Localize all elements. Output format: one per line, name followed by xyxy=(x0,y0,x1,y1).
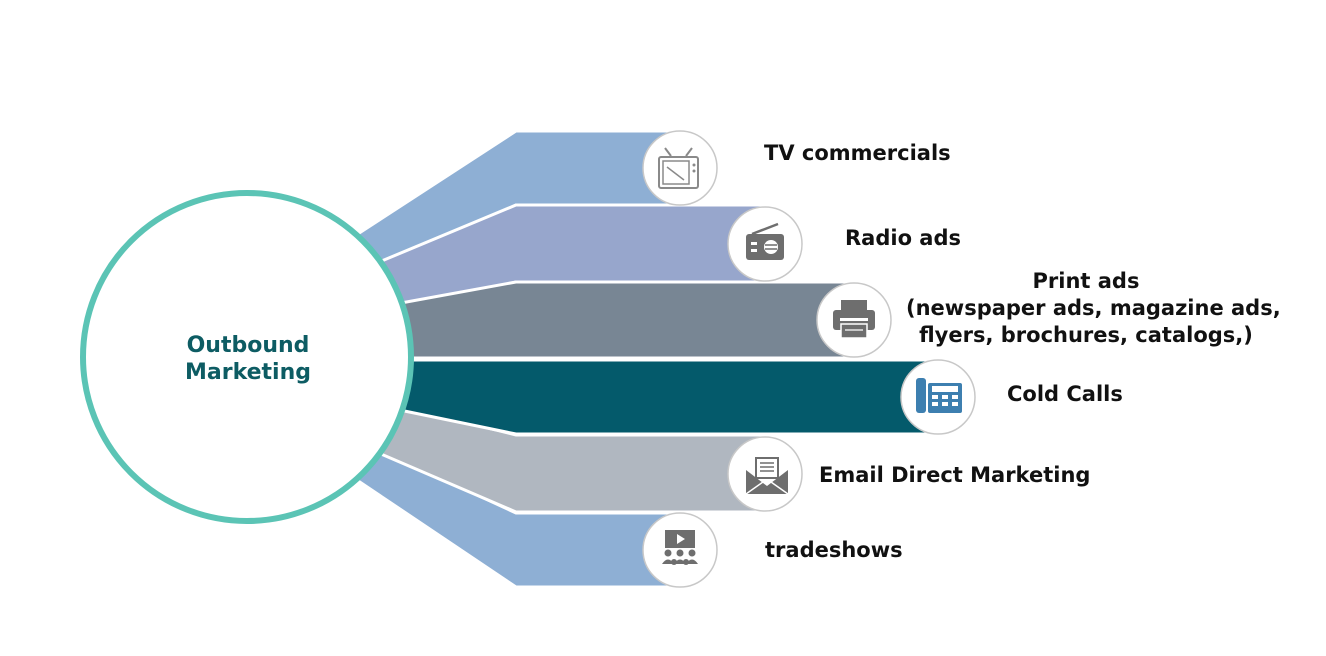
label-print-ads-line-1: Print ads xyxy=(1032,269,1140,293)
phone-icon xyxy=(900,359,976,435)
label-print-ads: Print ads (newspaper ads, magazine ads, … xyxy=(906,268,1281,349)
label-cold-calls: Cold Calls xyxy=(1007,382,1123,406)
hub-circle xyxy=(80,190,414,524)
tv-icon xyxy=(642,130,718,206)
radio-icon xyxy=(727,206,803,282)
band-cold-calls xyxy=(388,358,940,436)
label-print-ads-line-2: (newspaper ads, magazine ads, xyxy=(906,296,1281,320)
label-tv-commercials: TV commercials xyxy=(764,141,951,165)
hub-title-line-1: Outbound xyxy=(186,333,310,358)
label-email-direct-marketing: Email Direct Marketing xyxy=(819,463,1091,487)
band-print-ads xyxy=(388,280,856,360)
label-print-ads-line-3: flyers, brochures, catalogs,) xyxy=(919,323,1253,347)
label-radio-ads: Radio ads xyxy=(845,226,962,250)
hub-title-line-2: Marketing xyxy=(184,360,312,385)
label-tradeshows: tradeshows xyxy=(765,538,903,562)
audience-presentation-icon xyxy=(642,512,718,588)
email-icon xyxy=(727,436,803,512)
hub-title: Outbound Marketing xyxy=(148,332,348,386)
printer-icon xyxy=(816,282,892,358)
